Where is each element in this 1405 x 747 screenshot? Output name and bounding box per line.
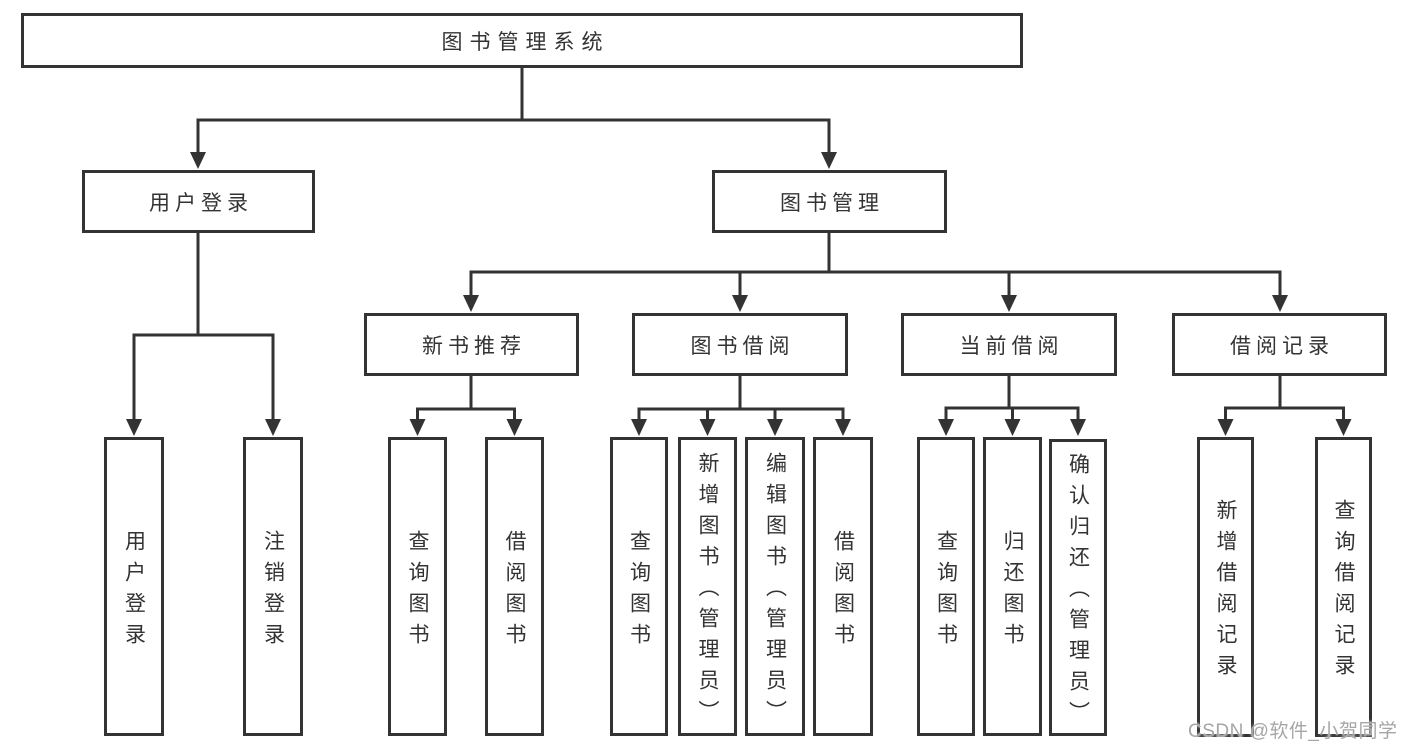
leaf-add-borrow-record: 新增借阅记录	[1197, 437, 1254, 737]
leaf-borrow-books-recommend: 借阅图书	[485, 437, 544, 736]
node-book-management: 图书管理	[712, 170, 947, 233]
leaf-user-login: 用户登录	[104, 437, 164, 736]
leaf-return-books: 归还图书	[983, 437, 1042, 736]
node-current-borrowing: 当前借阅	[901, 313, 1117, 376]
leaf-logout: 注销登录	[243, 437, 303, 736]
node-library-management-system: 图书管理系统	[21, 13, 1023, 68]
arrowheads	[126, 152, 1352, 436]
leaf-query-books-borrowing: 查询图书	[610, 437, 668, 736]
leaf-borrow-books: 借阅图书	[813, 437, 873, 736]
leaf-edit-books-admin: 编辑图书（管理员）	[745, 437, 805, 736]
node-user-login: 用户登录	[82, 170, 315, 233]
leaf-query-books-current: 查询图书	[917, 437, 975, 736]
node-new-book-recommend: 新书推荐	[364, 313, 579, 376]
leaf-confirm-return-admin: 确认归还（管理员）	[1049, 439, 1107, 736]
leaf-add-books-admin: 新增图书（管理员）	[678, 437, 737, 736]
leaf-query-borrow-record: 查询借阅记录	[1315, 437, 1372, 737]
node-book-borrowing: 图书借阅	[632, 313, 848, 376]
leaf-query-books-recommend: 查询图书	[388, 437, 447, 736]
csdn-watermark: CSDN @软件_小贺同学	[1188, 721, 1398, 742]
node-borrowing-records: 借阅记录	[1172, 313, 1387, 376]
